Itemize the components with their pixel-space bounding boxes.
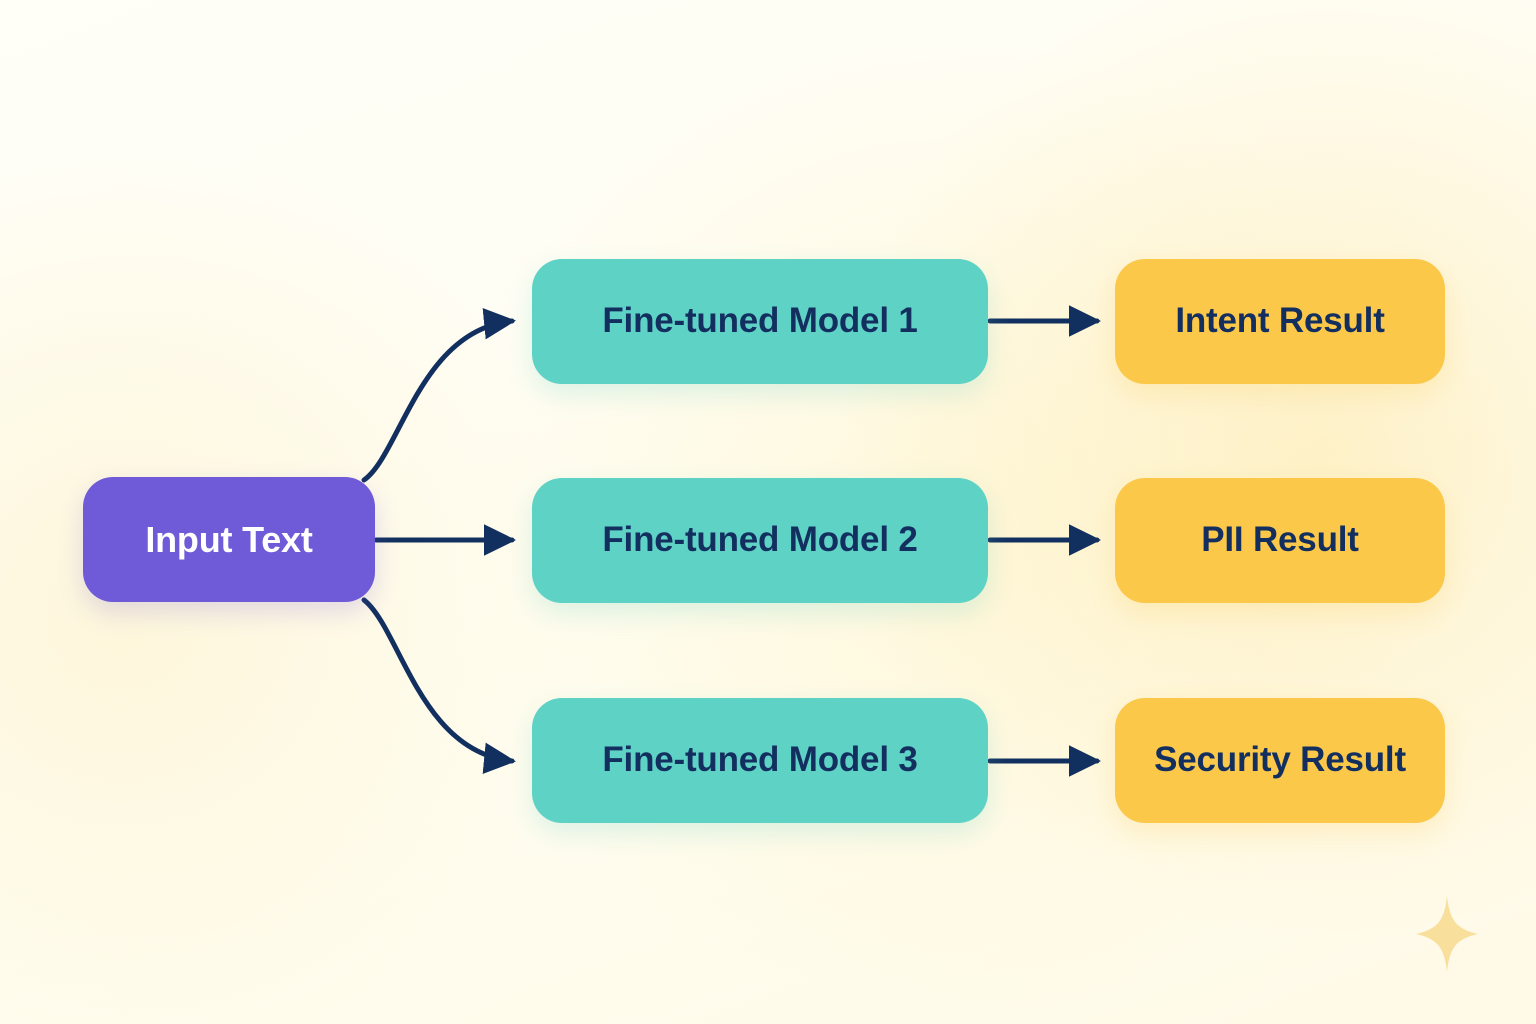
node-fine-tuned-model-2[interactable]: Fine-tuned Model 2	[532, 478, 988, 603]
node-input-text[interactable]: Input Text	[83, 477, 375, 602]
node-fine-tuned-model-1[interactable]: Fine-tuned Model 1	[532, 259, 988, 384]
node-pii-result[interactable]: PII Result	[1115, 478, 1445, 603]
node-fine-tuned-model-3[interactable]: Fine-tuned Model 3	[532, 698, 988, 823]
node-intent-result-label: Intent Result	[1175, 301, 1385, 341]
node-pii-result-label: PII Result	[1201, 520, 1359, 560]
node-input-text-label: Input Text	[145, 518, 313, 560]
node-fine-tuned-model-2-label: Fine-tuned Model 2	[602, 520, 918, 560]
sparkle-icon	[1416, 896, 1478, 972]
node-fine-tuned-model-3-label: Fine-tuned Model 3	[602, 740, 918, 780]
edge-input-to-model-3	[361, 597, 516, 774]
node-intent-result[interactable]: Intent Result	[1115, 259, 1445, 384]
node-fine-tuned-model-1-label: Fine-tuned Model 1	[602, 301, 918, 341]
node-security-result[interactable]: Security Result	[1115, 698, 1445, 823]
node-security-result-label: Security Result	[1154, 740, 1406, 780]
edge-input-to-model-1	[361, 308, 516, 483]
